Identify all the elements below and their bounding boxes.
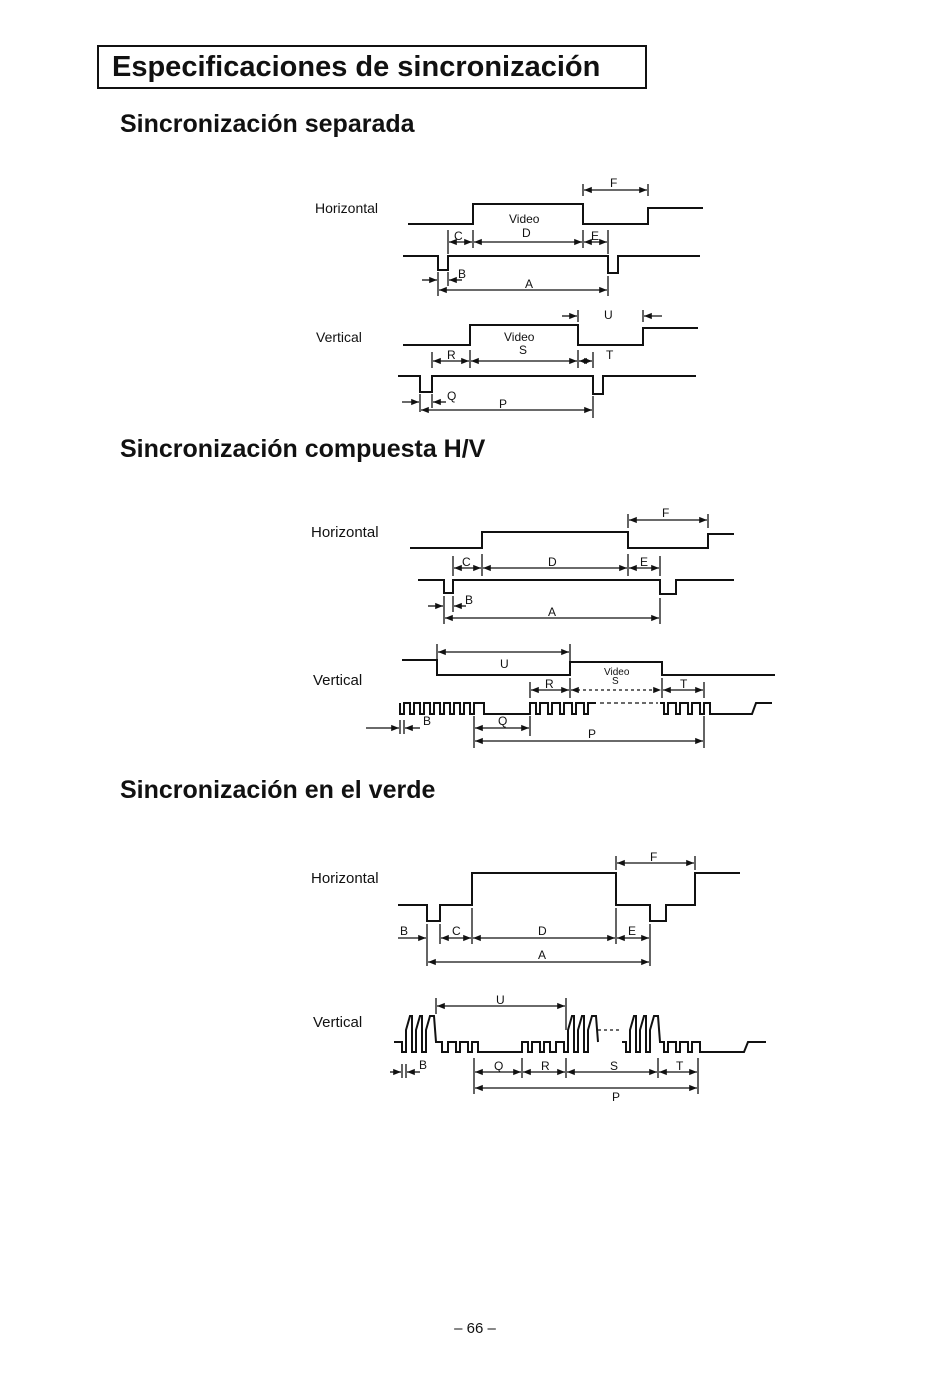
- dimension-label-s: S: [610, 1059, 618, 1073]
- dimension-label-p: P: [499, 397, 507, 411]
- dimension-label-b2: B: [419, 1058, 427, 1072]
- dimension-label-s: S: [612, 676, 619, 687]
- dimension-label-q: Q: [494, 1059, 503, 1073]
- dimension-label-e: E: [628, 924, 636, 938]
- comp-h-video-waveform: [410, 532, 734, 548]
- dimension-label-b: B: [465, 593, 473, 607]
- sep-v-sync-waveform: [398, 376, 696, 394]
- dimension-label-b: B: [458, 267, 466, 281]
- dimension-label-r: R: [545, 677, 554, 691]
- dimension-label-d: D: [548, 555, 557, 569]
- dimension-label-t: T: [680, 677, 688, 691]
- page-number: – 66 –: [0, 1320, 950, 1337]
- dimension-label-t: T: [676, 1059, 684, 1073]
- dimension-label-a: A: [525, 277, 533, 291]
- dimension-label-s: S: [519, 343, 527, 357]
- waveform-segment: [660, 703, 772, 714]
- dimension-label-p: P: [588, 727, 596, 741]
- dimension-label-d: D: [538, 924, 547, 938]
- dimension-label-r: R: [541, 1059, 550, 1073]
- dimension-label-b2: B: [423, 714, 431, 728]
- dimension-label-t: T: [606, 348, 614, 362]
- sep-v-video-waveform: [403, 325, 698, 345]
- dimension-label-e: E: [640, 555, 648, 569]
- dimension-label-q: Q: [447, 389, 456, 403]
- dimension-label-r: R: [447, 348, 456, 362]
- dimension-label-f: F: [650, 850, 657, 864]
- dimension-label-u: U: [500, 657, 509, 671]
- dimension-label-q: Q: [498, 714, 507, 728]
- dimension-label-c: C: [452, 924, 461, 938]
- dimension-label-f: F: [662, 506, 669, 520]
- dimension-label-f: F: [610, 176, 617, 190]
- sep-h-video-text: Video: [509, 212, 540, 226]
- dimension-label-p: P: [612, 1090, 620, 1104]
- dimension-label-e: E: [591, 229, 599, 243]
- dimension-label-u: U: [496, 993, 505, 1007]
- verde-h-waveform: [398, 873, 740, 921]
- dimension-label-c: C: [454, 229, 463, 243]
- dimension-label-d: D: [522, 226, 531, 240]
- dimension-label-b: B: [400, 924, 408, 938]
- dimension-label-a: A: [538, 948, 546, 962]
- sep-h-sync-waveform: [403, 256, 700, 273]
- comp-v-sync-waveform: [400, 703, 596, 714]
- dimension-label-c: C: [462, 555, 471, 569]
- comp-h-sync-waveform: [418, 580, 734, 594]
- comp-v-video-waveform: [402, 660, 775, 675]
- waveform-segment: [622, 1016, 766, 1052]
- sep-h-video-waveform: [408, 204, 703, 224]
- dimension-label-a: A: [548, 605, 556, 619]
- verde-v-waveform: [394, 1016, 598, 1052]
- sep-v-video-text: Video: [504, 330, 535, 344]
- dimension-label-u: U: [604, 308, 613, 322]
